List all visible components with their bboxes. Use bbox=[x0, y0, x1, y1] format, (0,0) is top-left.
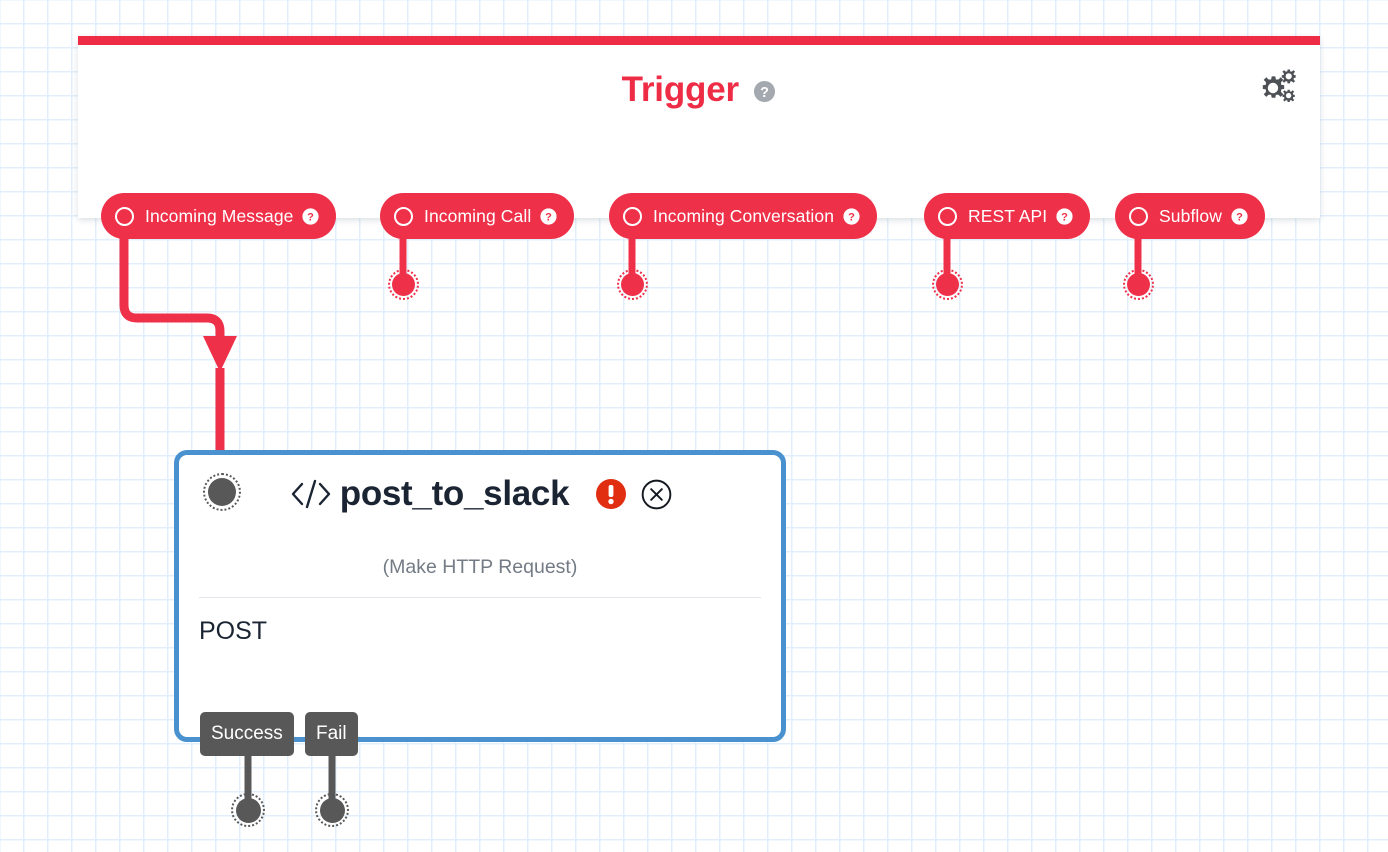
node-output-success[interactable]: Success bbox=[200, 712, 294, 756]
port-success-output[interactable] bbox=[236, 798, 261, 823]
help-circle-icon[interactable]: ? bbox=[302, 207, 320, 225]
help-circle-icon[interactable]: ? bbox=[540, 207, 557, 225]
svg-text:?: ? bbox=[760, 84, 769, 100]
wire-arrowhead bbox=[203, 336, 237, 372]
port-fail-output[interactable] bbox=[320, 798, 345, 823]
node-output-fail[interactable]: Fail bbox=[305, 712, 358, 756]
port-node-input[interactable] bbox=[208, 478, 236, 506]
svg-text:?: ? bbox=[308, 211, 315, 223]
node-subtitle: (Make HTTP Request) bbox=[382, 556, 578, 578]
svg-text:?: ? bbox=[848, 211, 855, 223]
circle-outline-icon bbox=[115, 206, 134, 226]
trigger-pill-label: Subflow bbox=[1159, 205, 1222, 226]
trigger-pill-label: Incoming Call bbox=[424, 205, 532, 226]
trigger-panel: Trigger ? bbox=[78, 36, 1320, 239]
trigger-pill-label: Incoming Message bbox=[145, 205, 294, 226]
port-incoming-call[interactable] bbox=[392, 273, 415, 296]
help-circle-icon[interactable]: ? bbox=[1056, 207, 1073, 225]
error-exclamation-icon[interactable] bbox=[595, 478, 627, 510]
output-label: Fail bbox=[316, 723, 347, 744]
help-circle-icon[interactable]: ? bbox=[843, 207, 860, 225]
trigger-pill-label: Incoming Conversation bbox=[653, 205, 835, 226]
help-circle-icon[interactable]: ? bbox=[753, 76, 776, 102]
node-title: post_to_slack bbox=[339, 474, 570, 513]
page-title: Trigger bbox=[621, 70, 739, 109]
node-header: post_to_slack bbox=[179, 468, 781, 520]
svg-text:?: ? bbox=[545, 211, 552, 223]
port-incoming-conversation[interactable] bbox=[621, 273, 644, 296]
trigger-pill-incoming-conversation[interactable]: Incoming Conversation ? bbox=[609, 193, 878, 239]
trigger-pill-label: REST API bbox=[968, 205, 1048, 226]
port-rest-api[interactable] bbox=[936, 273, 959, 296]
code-brackets-icon bbox=[288, 474, 334, 514]
trigger-pill-incoming-message[interactable]: Incoming Message ? bbox=[101, 193, 337, 239]
trigger-pill-rest-api[interactable]: REST API ? bbox=[924, 193, 1091, 239]
node-card-post-to-slack[interactable]: post_to_slack (Make HTTP Request) POST bbox=[174, 450, 786, 742]
node-body-method: POST bbox=[199, 617, 268, 645]
svg-text:?: ? bbox=[1236, 211, 1243, 223]
gears-icon[interactable] bbox=[1252, 67, 1298, 111]
divider bbox=[199, 597, 761, 598]
trigger-pill-subflow[interactable]: Subflow ? bbox=[1115, 193, 1265, 239]
circle-outline-icon bbox=[938, 206, 957, 226]
trigger-pill-incoming-call[interactable]: Incoming Call ? bbox=[380, 193, 575, 239]
circle-outline-icon bbox=[394, 206, 413, 226]
svg-text:?: ? bbox=[1061, 211, 1068, 223]
help-circle-icon[interactable]: ? bbox=[1231, 207, 1248, 225]
output-label: Success bbox=[211, 723, 283, 744]
circle-outline-icon bbox=[1129, 206, 1148, 226]
close-circle-icon[interactable] bbox=[641, 479, 672, 510]
circle-outline-icon bbox=[623, 206, 642, 226]
trigger-header: Trigger ? bbox=[78, 67, 1320, 113]
port-subflow[interactable] bbox=[1127, 273, 1150, 296]
